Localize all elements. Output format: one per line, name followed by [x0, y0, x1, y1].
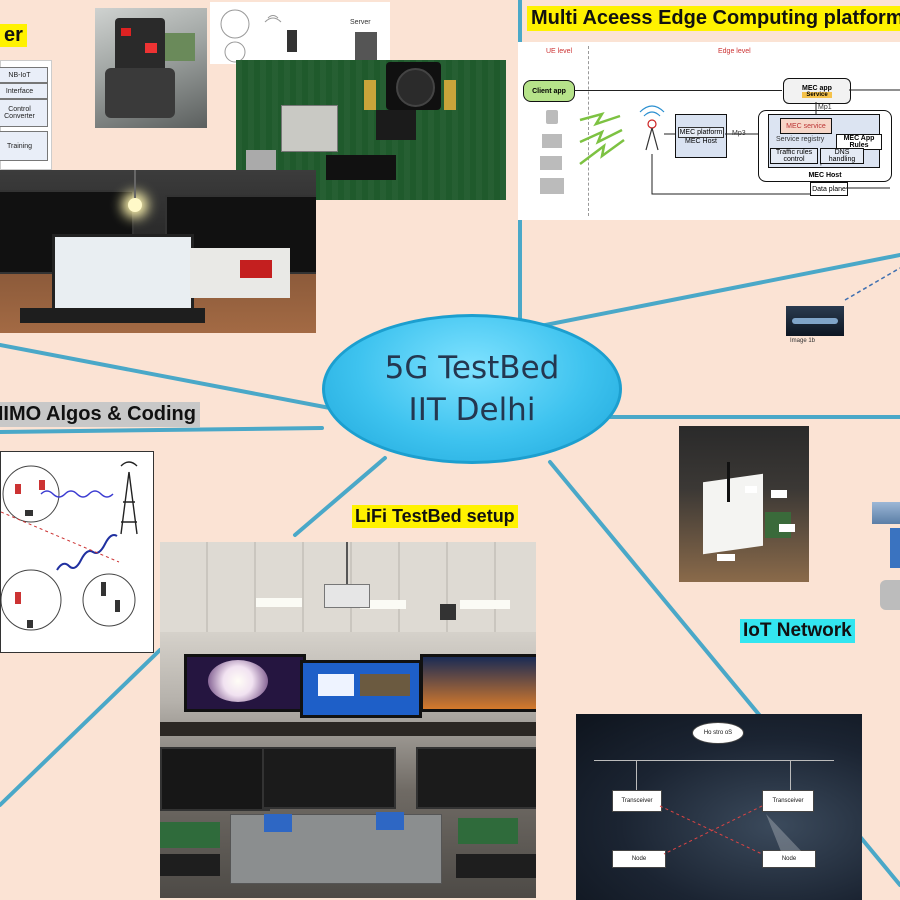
service-registry-label: Service registry	[776, 136, 825, 143]
mimo-diagram-svg	[0, 461, 138, 631]
mec-service-box: MEC service	[780, 118, 832, 134]
car-icon	[540, 156, 562, 170]
arch-node-bottom-right: Node	[762, 850, 816, 868]
right-edge-photo	[872, 502, 900, 524]
client-app-box: Client app	[523, 80, 575, 102]
user-icon-1	[15, 484, 21, 494]
right-edge-device	[880, 580, 900, 610]
panel-box-2: Interface	[0, 83, 48, 99]
connector-lifi	[293, 456, 387, 537]
device-icon-3	[115, 600, 120, 612]
lifi-label: LiFi TestBed setup	[352, 505, 518, 528]
lifi-lab-photo	[160, 542, 536, 898]
connector-mec-right	[518, 253, 900, 332]
factory-icon	[540, 178, 564, 194]
hub-title-line1: 5G TestBed	[384, 350, 560, 386]
connector-left-bottom	[0, 648, 162, 807]
small-image-node	[786, 306, 844, 336]
connector-algos	[0, 426, 324, 434]
hardware-photo-1	[95, 8, 207, 128]
topleft-label: er	[0, 24, 27, 47]
central-hub: 5G TestBed IIT Delhi	[322, 314, 622, 464]
edge-level-label: Edge level	[718, 48, 751, 55]
user-icon-3	[15, 592, 21, 604]
arch-transceiver-left: Transceiver	[612, 790, 662, 812]
laptop-lab-photo	[0, 170, 316, 333]
mp1-label: Mp1	[818, 104, 832, 111]
mec-label: Multi Aceess Edge Computing platform	[527, 6, 900, 31]
tower-icon	[639, 105, 665, 151]
user-icon-2	[39, 480, 45, 490]
dashed-link	[844, 267, 900, 301]
device-icon-2	[101, 582, 106, 596]
traffic-rules-box: Traffic rules control	[770, 148, 818, 164]
connector-topleft	[0, 343, 332, 410]
iot-photo	[679, 426, 809, 582]
dns-handling-box: DNS handling	[820, 148, 864, 164]
svg-text:Server: Server	[350, 19, 371, 26]
hub-title-line2: IIT Delhi	[408, 392, 536, 428]
panel-box-4: Training	[0, 131, 48, 161]
arch-node-top: Ho stro oS	[692, 722, 744, 744]
iot-label: IoT Network	[740, 619, 855, 643]
arch-transceiver-right: Transceiver	[762, 790, 814, 812]
drone-icon	[542, 134, 562, 148]
network-sketch: Server	[210, 2, 390, 64]
device-icon-1	[25, 510, 33, 516]
arch-node-bottom-left: Node	[612, 850, 666, 868]
data-plane-box: Data plane	[810, 182, 848, 196]
tower-icon-2	[120, 461, 138, 535]
mimo-diagram	[0, 451, 154, 653]
device-icon-4	[27, 620, 33, 628]
ue-level-label: UE level	[546, 48, 573, 55]
panel-box-1: NB-IoT	[0, 67, 48, 83]
lifi-arch-diagram: Ho stro oS Transceiver Transceiver Node …	[576, 714, 862, 900]
algos-label: MIMO Algos & Coding	[0, 402, 200, 427]
right-edge-bar	[890, 528, 900, 568]
small-image-caption: Image 1b	[790, 338, 816, 344]
phone-icon	[546, 110, 558, 124]
